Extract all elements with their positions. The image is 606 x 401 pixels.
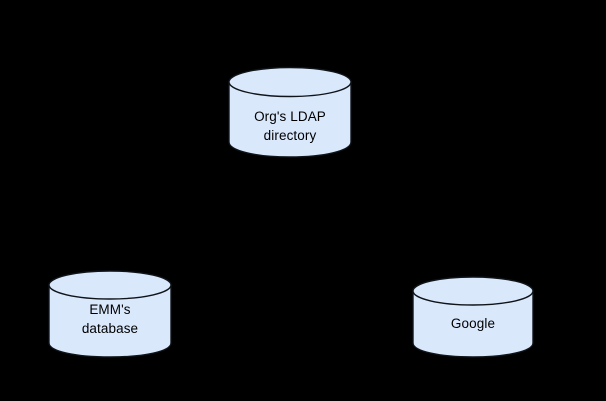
database-node-org-ldap-directory[interactable]: Org's LDAP directory: [228, 66, 352, 158]
cylinder-shape-icon: [228, 66, 352, 158]
database-node-emms-database[interactable]: EMM's database: [48, 270, 172, 358]
cylinder-shape-icon: [48, 270, 172, 358]
cylinder-shape-icon: [412, 276, 534, 358]
database-node-google[interactable]: Google: [412, 276, 534, 358]
